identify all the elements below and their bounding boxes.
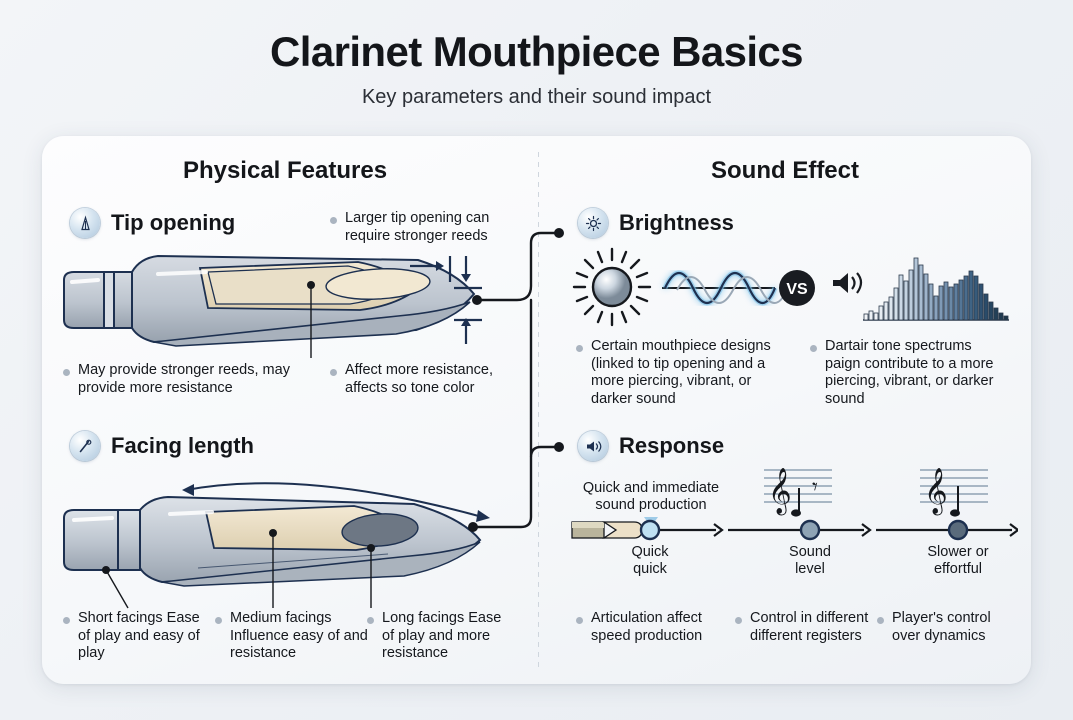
feature-facing-length-label: Facing length: [111, 433, 254, 458]
effect-brightness[interactable]: Brightness: [578, 208, 734, 238]
reed-icon: [571, 521, 643, 539]
speaker-icon: [833, 272, 863, 294]
bullet-text: Control in different different registers: [750, 610, 869, 644]
left-column-title: Physical Features: [182, 157, 388, 184]
response-bullet-2: Control in different different registers: [735, 610, 870, 645]
bullet-text: Larger tip opening can require stronger …: [345, 210, 490, 244]
vs-badge-label: VS: [786, 281, 808, 298]
response-callout-line1: Quick and immediate: [583, 480, 719, 496]
bullet-text: Dartair tone spectrums paign contribute …: [825, 338, 994, 407]
bullet-text: Player's control over dynamics: [892, 610, 991, 644]
tip-opening-illustration: [58, 238, 508, 364]
bullet-dot-icon: [367, 617, 374, 624]
content-card: [42, 136, 1031, 684]
bullet-dot-icon: [63, 369, 70, 376]
feature-tip-opening-label: Tip opening: [111, 210, 236, 235]
spectrum-bars: [863, 257, 1009, 321]
tip-opening-bullet-1: May provide stronger reeds, may provide …: [63, 362, 293, 397]
effect-response[interactable]: Response: [578, 431, 724, 461]
response-illustration: Quick and immediate sound production 𝄞 𝄾: [568, 460, 1020, 605]
facing-length-bullet-3: Long facings Ease of play and more resis…: [367, 610, 517, 663]
tip-opening-icon: [70, 208, 100, 238]
facing-length-illustration: [58, 460, 518, 615]
right-column-title: Sound Effect: [711, 157, 859, 184]
effect-brightness-label: Brightness: [619, 210, 734, 235]
tip-opening-bullet-2: Affect more resistance, affects so tone …: [330, 362, 515, 397]
bullet-dot-icon: [63, 617, 70, 624]
bullet-dot-icon: [215, 617, 222, 624]
svg-text:𝄾: 𝄾: [812, 475, 818, 500]
bullet-dot-icon: [330, 217, 337, 224]
timeline-label-1b: quick: [633, 561, 668, 577]
music-staff-2: 𝄞: [920, 468, 988, 517]
facing-length-bullet-1: Short facings Ease of play and easy of p…: [63, 610, 213, 663]
response-bullet-1: Articulation affect speed production: [576, 610, 736, 645]
brightness-illustration: VS: [565, 240, 1015, 340]
speaker-icon: [578, 431, 608, 461]
brightness-bullet-1: Certain mouthpiece designs (linked to ti…: [576, 338, 791, 408]
bullet-dot-icon: [576, 617, 583, 624]
timeline-label-3a: Slower or: [927, 544, 988, 560]
svg-text:𝄞: 𝄞: [768, 468, 792, 516]
ruler-pen-icon: [70, 431, 100, 461]
bullet-dot-icon: [735, 617, 742, 624]
page-title: Clarinet Mouthpiece Basics: [270, 28, 803, 75]
timeline-label-2b: level: [795, 561, 825, 577]
timeline-label-3b: effortful: [934, 561, 982, 577]
timeline-label-1a: Quick: [631, 544, 669, 560]
bullet-text: Medium facings Influence easy of and res…: [230, 610, 368, 661]
page-subtitle: Key parameters and their sound impact: [361, 86, 712, 108]
bullet-text: Certain mouthpiece designs (linked to ti…: [591, 338, 771, 407]
music-staff-1: 𝄞 𝄾: [764, 468, 832, 517]
sun-icon: [578, 208, 608, 238]
feature-facing-length[interactable]: Facing length: [70, 431, 254, 461]
bullet-text: May provide stronger reeds, may provide …: [78, 362, 290, 396]
tip-opening-top-note: Larger tip opening can require stronger …: [330, 210, 505, 245]
bullet-text: Short facings Ease of play and easy of p…: [78, 610, 200, 661]
svg-text:𝄞: 𝄞: [924, 468, 948, 516]
feature-tip-opening[interactable]: Tip opening: [70, 208, 235, 238]
response-callout-line2: sound production: [595, 497, 706, 513]
response-bullet-3: Player's control over dynamics: [877, 610, 1017, 645]
bullet-dot-icon: [877, 617, 884, 624]
column-divider: [538, 152, 539, 668]
bullet-dot-icon: [810, 345, 817, 352]
effect-response-label: Response: [619, 433, 725, 458]
timeline-label-2a: Sound: [789, 544, 831, 560]
bullet-dot-icon: [330, 369, 337, 376]
bullet-text: Long facings Ease of play and more resis…: [382, 610, 502, 661]
bullet-text: Affect more resistance, affects so tone …: [345, 362, 494, 396]
bullet-dot-icon: [576, 345, 583, 352]
connector-lines: [455, 195, 585, 560]
brightness-bullet-2: Dartair tone spectrums paign contribute …: [810, 338, 1010, 408]
bullet-text: Articulation affect speed production: [591, 610, 703, 644]
facing-length-bullet-2: Medium facings Influence easy of and res…: [215, 610, 370, 663]
